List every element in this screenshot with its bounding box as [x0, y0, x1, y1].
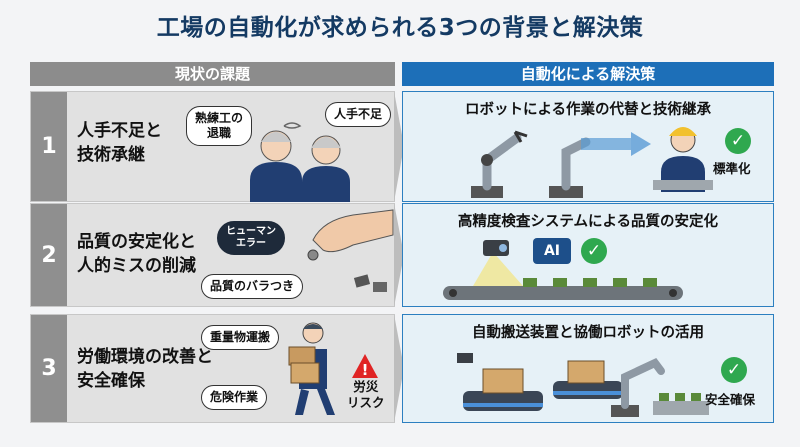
- arrow-3-icon: [394, 314, 404, 423]
- row-number-2: 2: [31, 204, 67, 306]
- solution-row-2: 高精度検査システムによる品質の安定化 AI ✓: [402, 203, 774, 307]
- parts-icon: [353, 274, 387, 292]
- warning-icon: !: [352, 354, 378, 379]
- bubble-heavy-lifting: 重量物運搬: [201, 325, 280, 350]
- human-error-badge: ヒューマン エラー: [217, 221, 285, 255]
- robot-arm-icon: [471, 130, 591, 198]
- bubble-dangerous-work: 危険作業: [201, 385, 268, 410]
- svg-text:!: !: [362, 361, 369, 379]
- solution-row-3: 自動搬送装置と協働ロボットの活用 ✓ 安全確保: [402, 314, 774, 423]
- header-automation-solutions: 自動化による解決策: [402, 62, 774, 86]
- hazard-label: 労災 リスク: [347, 379, 385, 410]
- bubble-quality-variation: 品質のバラつき: [201, 274, 304, 299]
- check-icon-1: ✓: [725, 128, 751, 154]
- solution-text-1: ロボットによる作業の代替と技術継承: [464, 102, 712, 118]
- issue-text-3: 労働環境の改善と 安全確保: [77, 347, 213, 391]
- check-icon-3: ✓: [721, 357, 747, 383]
- solution-text-3: 自動搬送装置と協働ロボットの活用: [472, 325, 704, 341]
- arrow-2-icon: [394, 203, 404, 307]
- check-icon-2: ✓: [581, 238, 607, 264]
- row-number-3: 3: [31, 315, 67, 422]
- bubble-retirement: 熟練工の 退職: [186, 106, 253, 146]
- ai-monitor: AI: [533, 238, 571, 264]
- issue-text-2: 品質の安定化と 人的ミスの削減: [77, 232, 196, 276]
- issue-row-2: 2 品質の安定化と 人的ミスの削減 ヒューマン エラー 品質のバラつき: [30, 203, 395, 307]
- solution-text-2: 高精度検査システムによる品質の安定化: [457, 214, 719, 230]
- elderly-workers-icon: [250, 122, 350, 202]
- solution-row-1: ロボットによる作業の代替と技術継承 ✓ 標準化: [402, 91, 774, 202]
- issue-row-3: 3 労働環境の改善と 安全確保 重量物運搬 危険作業 ! 労災 リスク: [30, 314, 395, 423]
- badge-standardization: 標準化: [713, 161, 751, 176]
- cobot-arm-icon: [611, 358, 709, 417]
- row-number-1: 1: [31, 92, 67, 201]
- badge-safety: 安全確保: [705, 392, 756, 407]
- page-title: 工場の自動化が求められる3つの背景と解決策: [156, 15, 644, 41]
- issue-text-1: 人手不足と 技術承継: [77, 121, 162, 165]
- worker-icon: [653, 127, 713, 192]
- worker-carrying-boxes-icon: [288, 322, 335, 415]
- issue-row-1: 1 人手不足と 技術承継 熟練工の 退職 人手不足: [30, 91, 395, 202]
- arrow-right-icon: [581, 132, 651, 156]
- hand-icon: [307, 209, 394, 261]
- conveyor-icon: [443, 240, 683, 300]
- arrow-1-icon: [394, 91, 404, 202]
- agv-icon: [457, 353, 623, 411]
- header-current-issues: 現状の課題: [30, 62, 395, 86]
- bubble-labor-shortage: 人手不足: [325, 102, 392, 127]
